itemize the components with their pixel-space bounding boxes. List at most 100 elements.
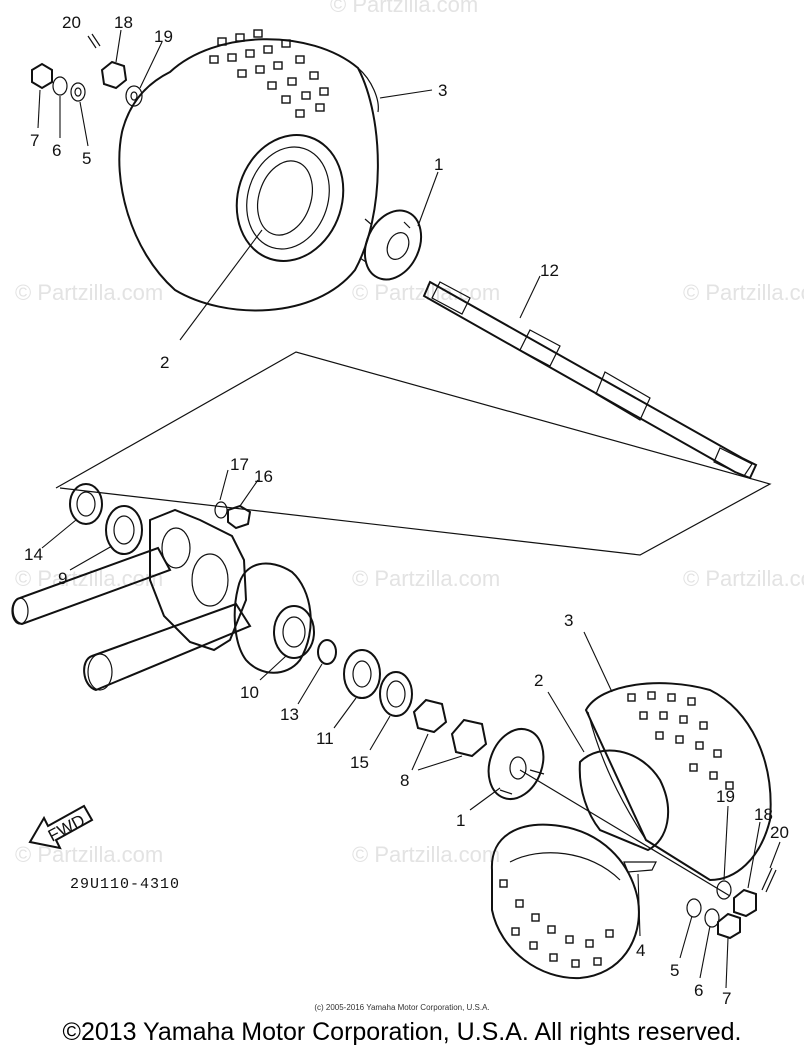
washer (125, 85, 143, 107)
leader-line (115, 29, 122, 63)
upper-wheel-assembly (31, 29, 758, 480)
tread-knob (511, 927, 520, 936)
nut (717, 912, 741, 940)
swingarm-tube (83, 602, 252, 692)
tread-knob (531, 913, 540, 922)
tread-knob (227, 53, 237, 62)
leader-line (747, 821, 761, 889)
watermark: © Partzilla.com (15, 566, 163, 591)
watermark: © Partzilla.com (330, 0, 478, 17)
plain-washer (686, 898, 702, 918)
callouts: 20 18 19 7 6 5 3 1 2 12 17 16 14 9 10 13… (24, 13, 789, 1008)
washer (214, 501, 228, 519)
watermark: © Partzilla.com (683, 566, 804, 591)
tread-knob (273, 61, 283, 70)
axle-nut (450, 718, 488, 758)
oil-seal (69, 483, 103, 525)
tread-knob (235, 33, 245, 42)
tread-knob (547, 925, 556, 934)
bearing (105, 505, 143, 555)
tread-knob (263, 45, 273, 54)
watermark: © Partzilla.com (15, 842, 163, 867)
hub-upper (359, 209, 423, 281)
callout-number: 19 (154, 27, 173, 46)
callout-number: 13 (280, 705, 299, 724)
tire-inner-right (587, 711, 647, 841)
small-copyright: (c) 2005-2016 Yamaha Motor Corporation, … (314, 1003, 490, 1012)
callout-number: 4 (636, 941, 645, 960)
leader-line (69, 545, 113, 571)
leader-line (469, 787, 501, 811)
plain-washer-inner (74, 87, 82, 97)
callout-number: 6 (52, 141, 61, 160)
tread-knob (675, 735, 684, 744)
leader-line (379, 89, 433, 99)
lock-washer (704, 908, 720, 928)
tread-knob (659, 711, 668, 720)
tread-knob (319, 87, 329, 96)
swingarm-end (11, 597, 29, 625)
leader-line (699, 925, 711, 979)
tread-knob (585, 939, 594, 948)
hub-center (386, 232, 410, 260)
hub-lower (487, 728, 545, 800)
leader-line (583, 631, 613, 693)
axle-spline (431, 281, 471, 315)
tread-knob (217, 37, 227, 46)
tread-knob (253, 29, 263, 38)
tread-knob (605, 929, 614, 938)
leader-line (297, 663, 323, 705)
axle-centerline (519, 769, 731, 897)
sprocket-hub (233, 562, 312, 674)
callout-number: 10 (240, 683, 259, 702)
callout-number: 16 (254, 467, 273, 486)
bearing (273, 605, 315, 659)
watermark: © Partzilla.com (352, 566, 500, 591)
tread-knob (667, 693, 676, 702)
wheel-stud (623, 861, 657, 873)
tread-knob (287, 77, 297, 86)
leader-line (417, 171, 439, 227)
tread-knob (725, 781, 734, 790)
housing-bore (191, 553, 229, 607)
leader-line (725, 937, 729, 989)
leaders-lower (469, 631, 781, 989)
tread-knobs-lower-right (627, 691, 734, 790)
swingarm (11, 546, 252, 692)
tread-knobs-lower-left (499, 879, 614, 968)
axle (422, 280, 758, 480)
tread-knob (301, 91, 311, 100)
lower-wheel-assembly (469, 631, 781, 989)
leader-line (41, 519, 77, 549)
leader-line (769, 841, 781, 869)
leader-line (723, 805, 729, 881)
tread-knob (709, 771, 718, 780)
tread-knob (647, 691, 656, 700)
callout-number: 3 (438, 81, 447, 100)
leader-line (179, 229, 263, 341)
hub-stud (499, 789, 513, 795)
callout-number: 8 (400, 771, 409, 790)
tread-knob (549, 953, 558, 962)
tread-knob (529, 941, 538, 950)
bolt (227, 504, 252, 530)
tread-knob (281, 95, 291, 104)
oil-seal-inner (76, 491, 96, 517)
leader-line (239, 479, 259, 507)
bearing-inner (282, 616, 306, 648)
tread-knob (315, 103, 325, 112)
callout-number: 5 (82, 149, 91, 168)
leader-line (519, 275, 541, 319)
cotter-pin (761, 867, 777, 893)
watermark: © Partzilla.com (15, 280, 163, 305)
callout-number: 9 (58, 569, 67, 588)
leader-line (219, 469, 229, 501)
leader-line (259, 655, 287, 681)
tire-tread-edge (357, 67, 379, 113)
bearing (343, 649, 381, 699)
lock-washer (52, 76, 68, 96)
axle-spline (519, 329, 561, 367)
hub-stud (529, 769, 545, 775)
watermarks: © Partzilla.com © Partzilla.com © Partzi… (15, 0, 804, 867)
tread-knob (281, 39, 291, 48)
